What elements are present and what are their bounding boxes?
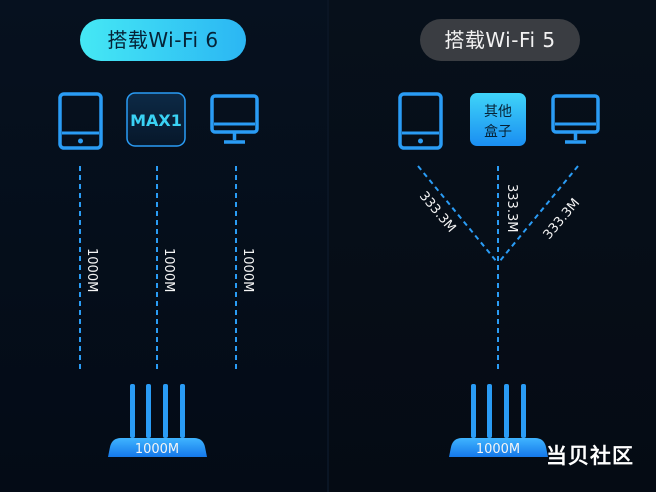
link-line-1 [417,165,498,263]
panel-divider [327,0,329,492]
monitor-icon [210,94,259,144]
max1-label: MAX1 [130,111,182,130]
router-speed-label: 1000M [135,442,179,457]
tablet-icon [58,92,103,150]
link-line-3 [498,165,579,263]
wifi5-panel [329,0,656,492]
router-icon [108,384,207,457]
link-speed-2: 333.3M [504,184,519,232]
monitor-icon [551,94,600,144]
other-box-label-line1: 其他 [484,104,512,120]
link-speed-3: 1000M [240,248,255,292]
tablet-icon [398,92,443,150]
wifi6-title: 搭载Wi-Fi 6 [80,19,246,61]
watermark: 当贝社区 [546,444,634,468]
link-speed-1: 1000M [84,248,99,292]
link-speed-1: 333.3M [416,189,459,236]
other-box-icon: 其他 盒子 [470,93,526,146]
router-icon [449,384,548,457]
max1-box-icon: MAX1 [126,92,186,147]
wifi5-title: 搭载Wi-Fi 5 [420,19,580,61]
other-box-label-line2: 盒子 [484,123,512,140]
router-speed-label: 1000M [476,442,520,457]
link-speed-2: 1000M [161,248,176,292]
